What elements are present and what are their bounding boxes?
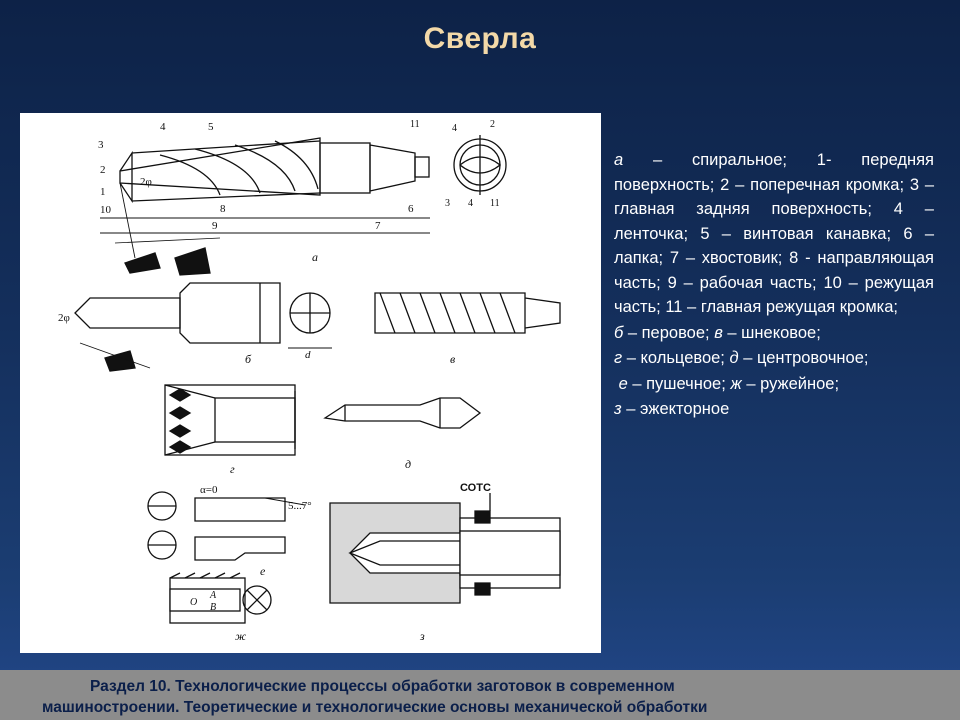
gun-drill-drawing — [147, 491, 306, 561]
label-2phi-b: 2φ — [58, 312, 70, 324]
label-g: г — [230, 462, 235, 476]
label-A: A — [209, 590, 217, 601]
label-O: O — [190, 597, 197, 608]
desc-letter-e: е — [618, 374, 628, 393]
label-z: з — [419, 629, 425, 643]
label-4: 4 — [160, 121, 166, 133]
desc-text-b: – перовое; — [623, 323, 715, 342]
desc-paragraph-e: е – пушечное; ж – ружейное; — [614, 372, 934, 397]
label-1: 1 — [100, 186, 106, 198]
label-e: е — [260, 564, 266, 578]
label-v: в — [450, 352, 455, 366]
annular-drill-drawing — [164, 384, 296, 456]
label-2phi: 2φ — [140, 176, 152, 188]
label-d-center: д — [405, 457, 411, 471]
desc-text-g: – кольцевое; — [622, 349, 730, 367]
desc-paragraph-g: г – кольцевое; д – центровочное; — [614, 346, 934, 371]
label-angle: 5...7° — [288, 500, 312, 512]
label-b: б — [245, 352, 252, 366]
footer-bar: Раздел 10. Технологические процессы обра… — [0, 670, 960, 720]
label-2-top: 2 — [490, 119, 495, 130]
footer-line-2: машиностроении. Теоретические и технолог… — [42, 699, 708, 716]
desc-letter-v: в — [714, 323, 723, 342]
label-B: B — [210, 602, 216, 613]
auger-drill-drawing — [374, 292, 561, 334]
label-4-bottom: 4 — [468, 198, 473, 209]
label-sots: СОТС — [460, 482, 491, 494]
footer-line-1: Раздел 10. Технологические процессы обра… — [90, 678, 675, 695]
label-2: 2 — [100, 164, 106, 176]
label-alpha0: α=0 — [200, 484, 218, 496]
label-10: 10 — [100, 204, 112, 216]
desc-letter-d: д — [729, 349, 739, 367]
drill-drawings: 3 2 1 4 5 2φ 10 8 9 6 7 11 4 2 3 4 11 а … — [58, 119, 561, 643]
label-4-top: 4 — [452, 123, 457, 134]
label-zh: ж — [235, 629, 246, 643]
spade-drill-drawing — [74, 282, 332, 372]
desc-text-v: – шнековое; — [722, 323, 821, 342]
drill-types-figure: 3 2 1 4 5 2φ 10 8 9 6 7 11 4 2 3 4 11 а … — [20, 113, 601, 653]
desc-text-z: – эжекторное — [621, 400, 730, 418]
label-3: 3 — [98, 139, 104, 151]
rifle-drill-drawing — [169, 572, 272, 624]
desc-text-d: – центровочное; — [738, 349, 869, 367]
label-8: 8 — [220, 203, 226, 215]
label-3-bottom: 3 — [445, 198, 450, 209]
label-9: 9 — [212, 220, 218, 232]
center-drill-drawing — [323, 397, 482, 429]
desc-letter-b: б — [614, 323, 624, 342]
twist-drill-drawing — [100, 135, 507, 276]
desc-letter-zh: ж — [730, 374, 742, 393]
label-5: 5 — [208, 121, 214, 133]
label-d: d — [305, 349, 311, 361]
desc-text-zh: – ружейное; — [741, 374, 840, 393]
slide-title: Сверла — [423, 22, 537, 55]
label-7: 7 — [375, 220, 381, 232]
desc-paragraph-b: б – перовое; в – шнековое; — [614, 321, 934, 346]
desc-paragraph-a: а – спиральное; 1- передняя поверхность;… — [614, 148, 934, 320]
desc-letter-g: г — [614, 349, 623, 367]
desc-text-a: – спиральное; 1- передняя поверхность; 2… — [614, 151, 934, 316]
desc-paragraph-z: з – эжекторное — [614, 397, 934, 422]
drill-description: а – спиральное; 1- передняя поверхность;… — [614, 148, 934, 423]
label-a: а — [312, 250, 318, 264]
desc-letter-z: з — [614, 400, 622, 418]
label-6: 6 — [408, 203, 414, 215]
label-11-top: 11 — [410, 119, 420, 130]
desc-letter-a: а — [614, 151, 624, 169]
desc-text-e: – пушечное; — [627, 374, 731, 393]
ejector-drill-drawing — [329, 493, 561, 604]
label-11-bottom: 11 — [490, 198, 500, 209]
